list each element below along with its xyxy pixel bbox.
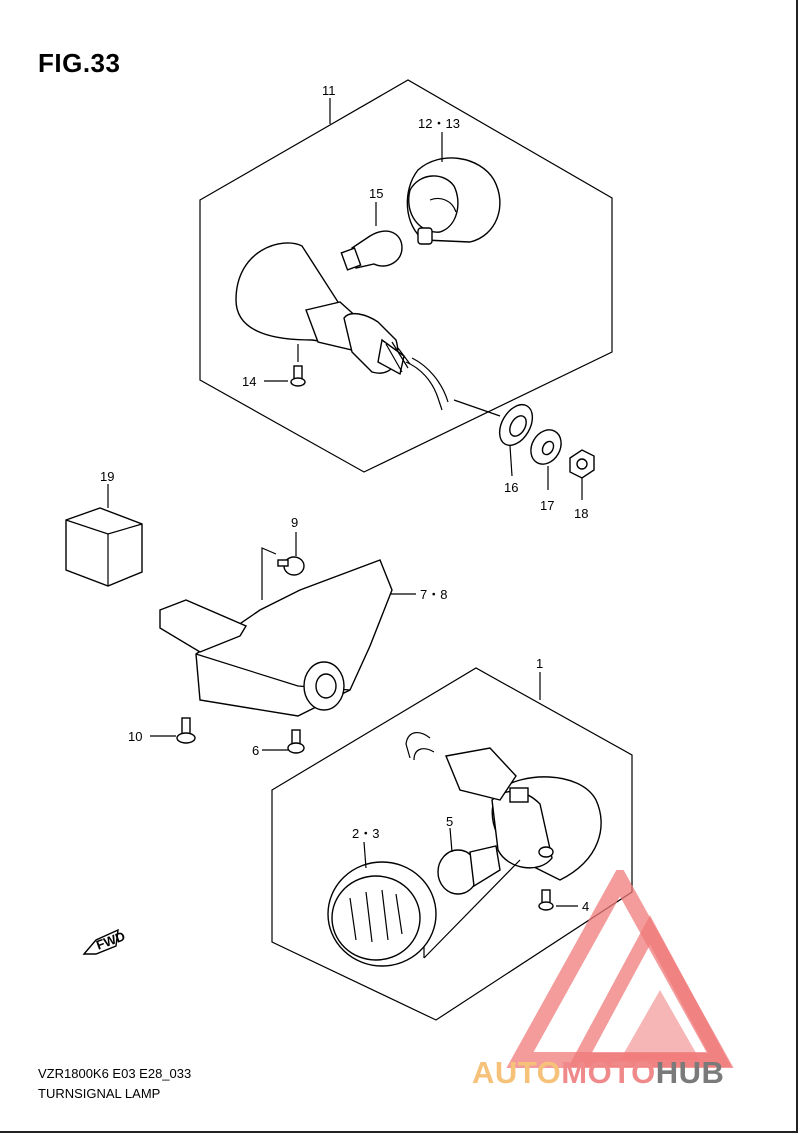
screw-14 [290, 365, 306, 387]
fwd-label: FWD [94, 928, 127, 952]
callout-4: 4 [582, 899, 589, 914]
relay-19 [65, 507, 143, 587]
lower-lens [327, 861, 437, 967]
callout-10: 10 [128, 729, 142, 744]
bolt-9 [277, 556, 305, 576]
washer-17 [530, 429, 562, 465]
bracket-7-8 [159, 559, 393, 717]
callout-11: 11 [322, 83, 336, 98]
upper-lens [406, 157, 501, 245]
upper-assembly-frame [199, 79, 613, 473]
diagram-caption: TURNSIGNAL LAMP [38, 1086, 161, 1101]
callout-1: 1 [536, 656, 543, 671]
rubber-grommet-16 [498, 404, 534, 446]
callout-15: 15 [369, 186, 383, 201]
lower-bulb [437, 845, 501, 895]
callout-5: 5 [446, 814, 453, 829]
nut-18 [569, 449, 595, 479]
upper-lamp-housing [235, 242, 449, 411]
callout-17: 17 [540, 498, 554, 513]
callout-18: 18 [574, 506, 588, 521]
callout-2-3: 2・3 [352, 826, 379, 841]
callout-labels: 11 12・13 15 14 16 17 18 19 9 7・8 10 6 1 … [100, 83, 589, 914]
callout-19: 19 [100, 469, 114, 484]
bolt-6 [287, 729, 305, 754]
watermark-logo-text: AUTOMOTOHUB [472, 1055, 725, 1090]
leader-lines [107, 98, 583, 959]
callout-16: 16 [504, 480, 518, 495]
watermark-logo-icon [506, 870, 734, 1068]
callout-9: 9 [291, 515, 298, 530]
figure-title: FIG.33 [38, 48, 121, 78]
bolt-10 [176, 717, 196, 744]
lower-lamp-housing [405, 732, 602, 881]
callout-14: 14 [242, 374, 256, 389]
drawing-code: VZR1800K6 E03 E28_033 [38, 1066, 192, 1081]
callout-7-8: 7・8 [420, 587, 447, 602]
callout-12-13: 12・13 [418, 116, 460, 131]
fwd-arrow-icon: FWD [82, 928, 127, 955]
upper-bulb [340, 230, 403, 271]
callout-6: 6 [252, 743, 259, 758]
screw-4 [538, 889, 554, 911]
